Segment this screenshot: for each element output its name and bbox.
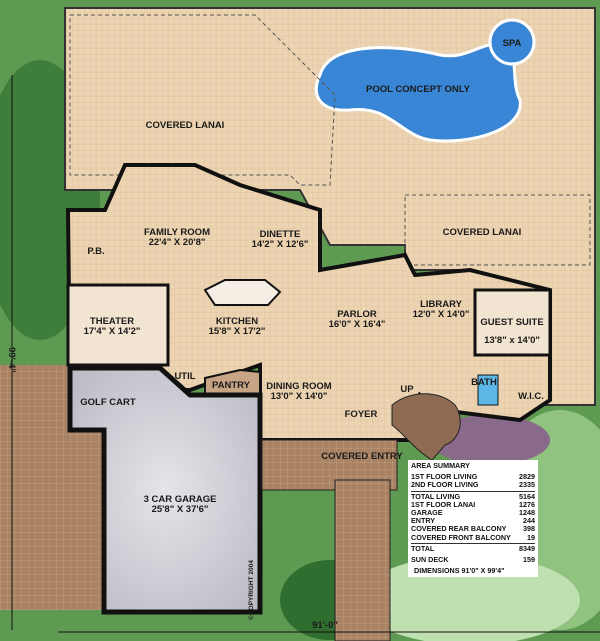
covered-lanai-side <box>404 194 591 266</box>
kitchen-label: KITCHEN <box>216 316 258 327</box>
parlor-size: 16'0" X 16'4" <box>329 319 386 330</box>
garage-label: 3 CAR GARAGE <box>144 494 217 505</box>
kitchen-size: 15'8" X 17'2" <box>209 326 266 337</box>
spa-label: SPA <box>503 38 522 49</box>
depth-dimension: 99'-4" <box>6 347 17 373</box>
library-label: LIBRARY <box>420 299 463 310</box>
pb-label: P.B. <box>87 246 104 257</box>
theater-room <box>66 283 170 367</box>
dinette-size: 14'2" X 12'6" <box>252 239 309 250</box>
covered-entry-label: COVERED ENTRY <box>321 451 403 462</box>
covered-lanai-rear-label: COVERED LANAI <box>146 120 225 131</box>
stair-up-label: UP <box>400 384 414 395</box>
golf-cart-label: GOLF CART <box>80 397 136 408</box>
summary-dimensions: DIMENSIONS 91'0" X 99'4" <box>414 566 505 576</box>
spa <box>488 18 536 66</box>
covered-lanai-side-label: COVERED LANAI <box>443 227 522 238</box>
theater-label: THEATER <box>90 316 134 327</box>
dining-room-size: 13'0" X 14'0" <box>271 391 328 402</box>
garage-floor <box>67 365 263 615</box>
pantry-label: PANTRY <box>212 380 251 391</box>
spiral-stair <box>391 393 461 461</box>
dinette-label: DINETTE <box>260 229 301 240</box>
bath-label: BATH <box>471 377 497 388</box>
guest-suite-room <box>473 288 552 357</box>
area-summary-title: AREA SUMMARY <box>411 461 470 470</box>
wic-label: W.I.C. <box>518 391 544 402</box>
util-label: UTIL <box>174 371 195 382</box>
parlor-label: PARLOR <box>337 309 377 320</box>
guest-suite-label: GUEST SUITE <box>480 317 543 328</box>
kitchen-counter <box>203 279 282 306</box>
foyer-label: FOYER <box>345 409 378 420</box>
dining-room-label: DINING ROOM <box>266 381 332 392</box>
pool <box>314 42 522 143</box>
entry-walk <box>334 479 391 641</box>
pool-label: POOL CONCEPT ONLY <box>366 84 471 95</box>
copyright: ©COPYRIGHT 2004 <box>247 560 255 620</box>
width-dimension: 91'-0" <box>312 620 338 631</box>
covered-lanai-rear <box>69 14 336 186</box>
family-room-size: 22'4" X 20'8" <box>149 237 206 248</box>
garage-size: 25'8" X 37'6" <box>152 504 209 515</box>
pantry-area <box>204 368 261 396</box>
library-size: 12'0" X 14'0" <box>413 309 470 320</box>
family-room-label: FAMILY ROOM <box>144 227 210 238</box>
wic-shower <box>477 374 499 406</box>
guest-suite-size: 13'8" x 14'0" <box>484 335 540 346</box>
theater-size: 17'4" X 14'2" <box>84 326 141 337</box>
